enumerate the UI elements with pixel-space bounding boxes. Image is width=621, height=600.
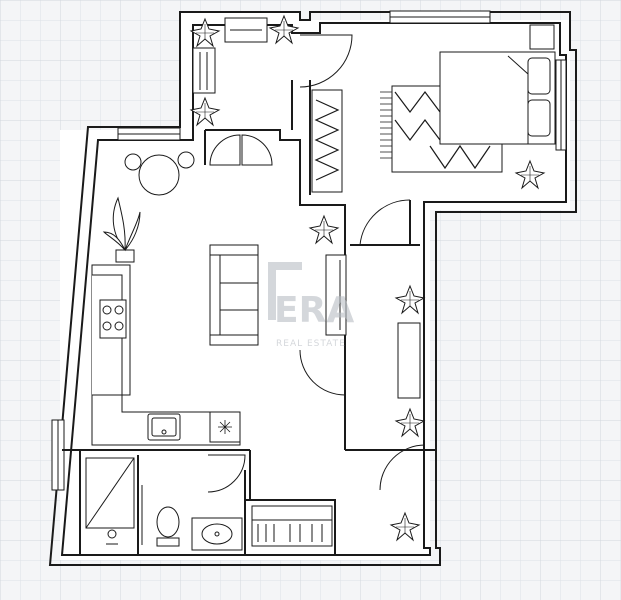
corridor-bench (397, 322, 421, 399)
watermark-tagline: REAL ESTATE (276, 339, 346, 349)
wardrobe (311, 89, 343, 193)
dining-table (124, 151, 195, 196)
bed-rug-fringe (380, 91, 392, 159)
washbasin (191, 517, 243, 551)
era-watermark: ERA REAL ESTATE (268, 262, 354, 349)
potted-plant-icon (102, 196, 141, 263)
toilet (141, 485, 180, 547)
doors (207, 34, 426, 493)
interior-walls (62, 80, 435, 555)
tv-unit (325, 254, 347, 336)
watermark-brand: ERA (274, 290, 354, 331)
kitchen-counter (91, 264, 241, 446)
shower (85, 457, 135, 545)
windows (51, 10, 567, 491)
balcony-furniture (192, 17, 268, 94)
storage-wardrobe (251, 505, 333, 547)
double-bed (391, 24, 556, 173)
sofa (209, 244, 259, 346)
